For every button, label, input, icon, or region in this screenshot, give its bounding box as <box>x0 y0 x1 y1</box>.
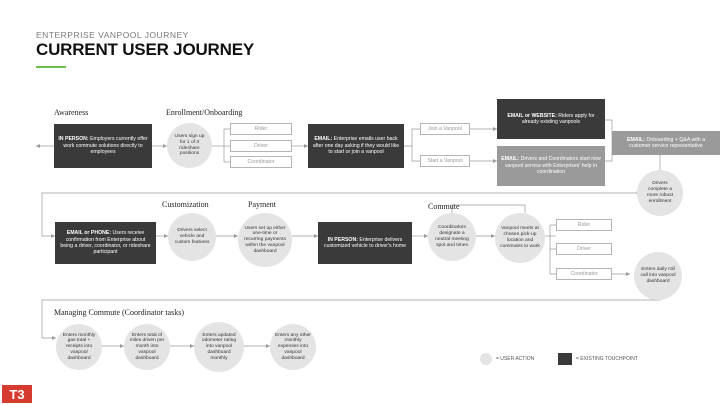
section-managing: Managing Commute (Coordinator tasks) <box>54 308 184 317</box>
email-followup-touchpoint: EMAIL: Enterprise emails user back after… <box>308 124 404 168</box>
section-customization: Customization <box>162 200 209 209</box>
select-vehicle-user-action: Drivers select vehicle and custom featur… <box>168 213 216 261</box>
signup-user-action: Users sign up for 1 of 3 rideshare posit… <box>167 123 212 168</box>
title-accent-bar <box>36 66 66 68</box>
option-join-vanpool: Join a Vanpool <box>420 123 470 135</box>
riders-apply-touchpoint: EMAIL or WEBSITE: Riders apply for alrea… <box>497 99 605 139</box>
onboarding-touchpoint: EMAIL: Onboarding + Q&A with a customer … <box>612 131 720 155</box>
roll-call-user-action: Enters daily roll call into vanpool dash… <box>634 252 682 300</box>
option-rider: Rider <box>230 123 292 135</box>
page-title: CURRENT USER JOURNEY <box>36 40 254 59</box>
miles-driven-user-action: Enters total of miles driven per month i… <box>124 324 170 370</box>
option-driver: Driver <box>230 140 292 152</box>
eyebrow-label: ENTERPRISE VANPOOL JOURNEY <box>36 30 189 40</box>
robust-enrollment-user-action: Drivers complete a more robust enrollmen… <box>637 170 683 216</box>
legend-user-action-swatch <box>480 353 492 365</box>
option-start-vanpool: Start a Vanpool <box>420 155 470 167</box>
option-coordinator: Coordinator <box>230 156 292 168</box>
other-expenses-user-action: Enters any other monthly expenses into v… <box>270 324 316 370</box>
legend-touchpoint-swatch <box>558 353 572 365</box>
legend-touchpoint-label: = EXISTING TOUCHPOINT <box>576 356 638 362</box>
section-awareness: Awareness <box>54 108 89 117</box>
t3-logo: T3 <box>2 385 32 403</box>
gas-total-user-action: Enters monthly gas total + receipts into… <box>56 324 102 370</box>
commute-option-rider: Rider <box>556 219 612 231</box>
odometer-user-action: Enters updated odometer rating into vanp… <box>194 322 244 372</box>
coordinators-user-action: Coordinators designate a neutral meeting… <box>428 213 476 261</box>
drivers-start-touchpoint: EMAIL: Drivers and Coordinators start ne… <box>497 146 605 186</box>
awareness-touchpoint: IN PERSON: Employers currently offer wor… <box>54 124 152 168</box>
section-payment: Payment <box>248 200 276 209</box>
payment-user-action: Users set up either one-time or recurrin… <box>238 213 292 267</box>
confirmation-touchpoint: EMAIL or PHONE: Users receive confirmati… <box>55 222 156 264</box>
section-commute: Commute <box>428 202 460 211</box>
commute-option-driver: Driver <box>556 243 612 255</box>
vanpool-meets-user-action: Vanpool meets at chosen pick-up location… <box>495 213 545 263</box>
commute-option-coordinator: Coordinator <box>556 268 612 280</box>
legend-user-action-label: = USER ACTION <box>496 356 535 362</box>
section-enrollment: Enrollment/Onboarding <box>166 108 243 117</box>
delivery-touchpoint: IN PERSON: Enterprise delivers customize… <box>318 222 412 264</box>
